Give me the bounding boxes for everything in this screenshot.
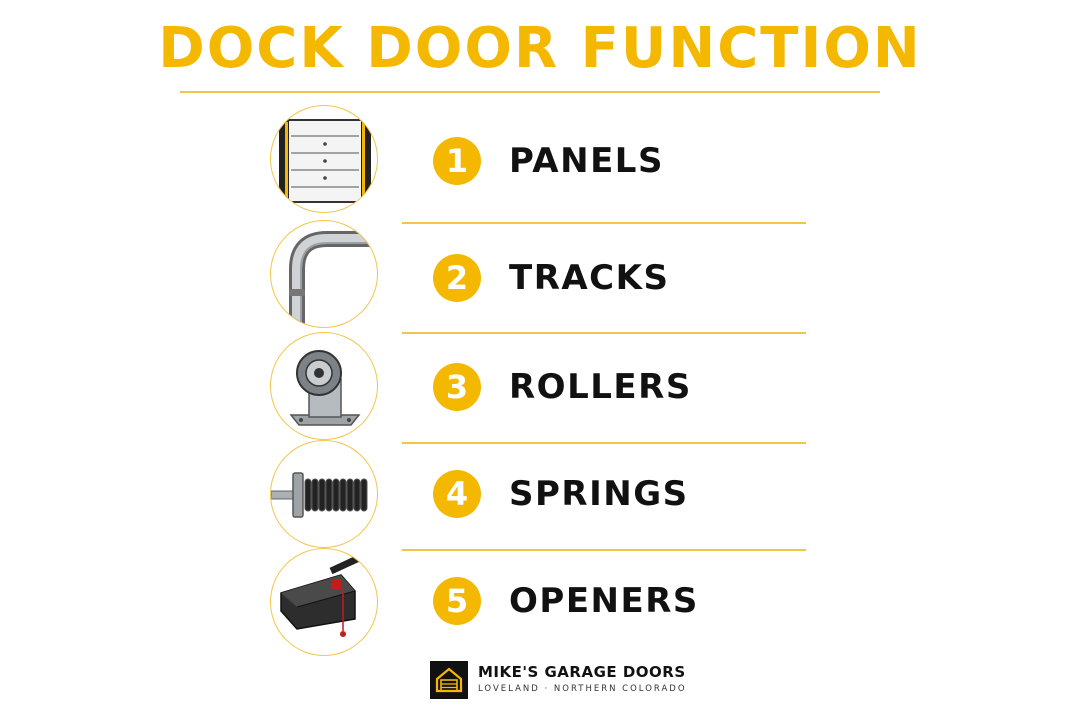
divider [402, 222, 806, 224]
item-label: OPENERS [509, 581, 699, 621]
curved-track-icon [270, 220, 378, 328]
item-label: ROLLERS [509, 367, 692, 407]
item-label: PANELS [509, 141, 664, 181]
brand-tagline: LOVELAND · NORTHERN COLORADO [478, 684, 687, 694]
step-number-badge: 3 [433, 363, 481, 411]
item-label: SPRINGS [509, 474, 689, 514]
list-item-rollers: 3 ROLLERS [0, 330, 1080, 440]
divider [402, 332, 806, 334]
title-divider [180, 91, 880, 93]
roller-bracket-icon [270, 332, 378, 440]
garage-opener-icon [270, 548, 378, 656]
list-item-springs: 4 SPRINGS [0, 440, 1080, 550]
divider [402, 442, 806, 444]
step-number-badge: 5 [433, 577, 481, 625]
brand-name: MIKE'S GARAGE DOORS [478, 663, 686, 681]
torsion-spring-icon [270, 440, 378, 548]
list-item-openers: 5 OPENERS [0, 548, 1080, 658]
door-panels-icon [270, 105, 378, 213]
list-item-panels: 1 PANELS [0, 105, 1080, 215]
garage-logo-icon [430, 661, 468, 699]
step-number-badge: 4 [433, 470, 481, 518]
brand-footer: MIKE'S GARAGE DOORS LOVELAND · NORTHERN … [430, 661, 690, 701]
item-label: TRACKS [509, 258, 670, 298]
step-number-badge: 1 [433, 137, 481, 185]
page-title: DOCK DOOR FUNCTION [158, 16, 922, 81]
step-number-badge: 2 [433, 254, 481, 302]
list-item-tracks: 2 TRACKS [0, 220, 1080, 330]
divider [402, 549, 806, 551]
